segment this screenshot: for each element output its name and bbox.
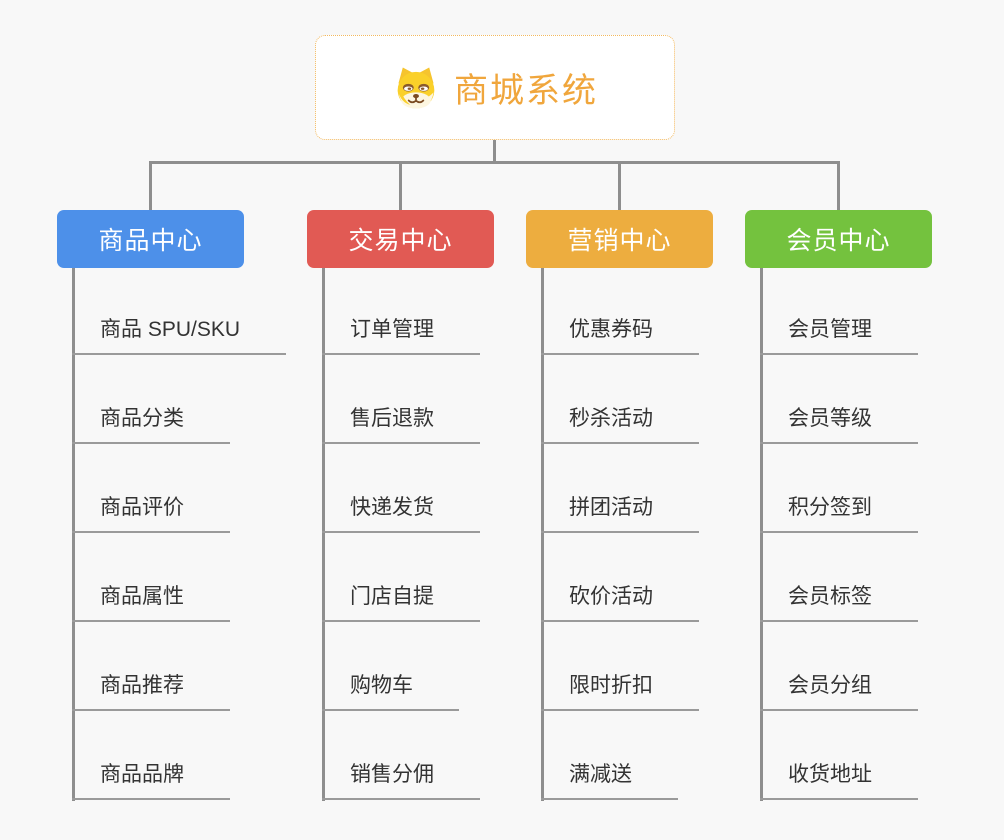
leaf-topic-label: 门店自提 [322,581,480,622]
dog-face-icon [392,66,440,110]
connector-drop-0 [149,161,152,211]
leaf-topic-label: 商品 SPU/SKU [72,314,287,355]
leaf-topic-label: 会员分组 [760,670,918,711]
leaf-topic-label: 快递发货 [322,492,480,533]
leaf-topic-label: 商品推荐 [72,670,230,711]
root-topic[interactable]: 商城系统 [315,35,675,140]
leaf-topic-label: 满减送 [541,759,678,800]
leaf-topic[interactable]: 商品评价 [72,492,230,533]
leaf-topic[interactable]: 快递发货 [322,492,480,533]
connector-drop-3 [837,161,840,211]
connector-drop-2 [618,161,621,211]
leaf-topic[interactable]: 会员等级 [760,403,918,444]
leaf-topic-label: 砍价活动 [541,581,699,622]
leaf-topic-label: 限时折扣 [541,670,699,711]
leaf-topic[interactable]: 限时折扣 [541,670,699,711]
leaf-topic[interactable]: 商品品牌 [72,759,230,800]
leaf-topic-label: 会员等级 [760,403,918,444]
branch-topic-2[interactable]: 营销中心 [526,210,713,268]
leaf-topic[interactable]: 秒杀活动 [541,403,699,444]
branch-topic-label: 商品中心 [98,227,203,255]
leaf-topic[interactable]: 订单管理 [322,314,480,355]
leaf-topic[interactable]: 收货地址 [760,759,918,800]
connector-trunk-3 [760,268,763,801]
connector-drop-1 [399,161,402,211]
leaf-topic[interactable]: 会员管理 [760,314,918,355]
leaf-topic[interactable]: 会员标签 [760,581,918,622]
leaf-topic-label: 拼团活动 [541,492,699,533]
leaf-topic[interactable]: 优惠券码 [541,314,699,355]
connector-trunk-2 [541,268,544,801]
leaf-topic[interactable]: 商品推荐 [72,670,230,711]
branch-topic-label: 会员中心 [786,227,891,255]
leaf-topic[interactable]: 商品 SPU/SKU [72,314,287,355]
leaf-topic[interactable]: 门店自提 [322,581,480,622]
connector-trunk-0 [72,268,75,801]
leaf-topic-label: 售后退款 [322,403,480,444]
branch-topic-0[interactable]: 商品中心 [57,210,244,268]
leaf-topic-label: 商品分类 [72,403,230,444]
connector-trunk-1 [322,268,325,801]
branch-topic-label: 交易中心 [348,227,453,255]
connector-bus [149,161,840,164]
leaf-topic[interactable]: 售后退款 [322,403,480,444]
root-topic-label: 商城系统 [454,72,598,110]
leaf-topic[interactable]: 积分签到 [760,492,918,533]
leaf-topic-label: 收货地址 [760,759,918,800]
branch-topic-1[interactable]: 交易中心 [307,210,494,268]
leaf-topic-label: 商品属性 [72,581,230,622]
branch-topic-label: 营销中心 [567,227,672,255]
leaf-topic-label: 商品评价 [72,492,230,533]
connector-root-stub [493,140,496,163]
leaf-topic-label: 商品品牌 [72,759,230,800]
leaf-topic-label: 会员标签 [760,581,918,622]
leaf-topic[interactable]: 销售分佣 [322,759,480,800]
leaf-topic[interactable]: 商品属性 [72,581,230,622]
leaf-topic-label: 积分签到 [760,492,918,533]
leaf-topic[interactable]: 满减送 [541,759,678,800]
leaf-topic-label: 订单管理 [322,314,480,355]
leaf-topic-label: 优惠券码 [541,314,699,355]
leaf-topic[interactable]: 商品分类 [72,403,230,444]
leaf-topic[interactable]: 购物车 [322,670,459,711]
leaf-topic[interactable]: 会员分组 [760,670,918,711]
leaf-topic[interactable]: 砍价活动 [541,581,699,622]
leaf-topic-label: 会员管理 [760,314,918,355]
branch-topic-3[interactable]: 会员中心 [745,210,932,268]
leaf-topic[interactable]: 拼团活动 [541,492,699,533]
leaf-topic-label: 秒杀活动 [541,403,699,444]
leaf-topic-label: 销售分佣 [322,759,480,800]
leaf-topic-label: 购物车 [322,670,459,711]
